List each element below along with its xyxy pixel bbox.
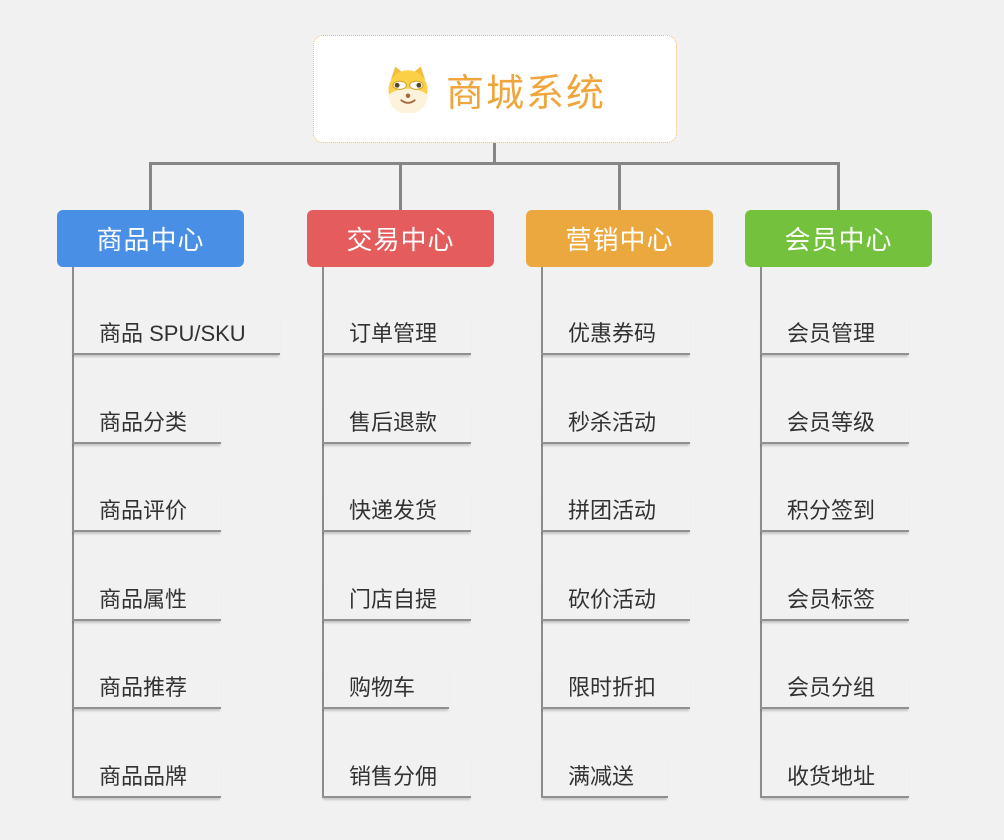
branch-member-center[interactable]: 会员中心: [745, 210, 932, 267]
subtopic[interactable]: 收货地址: [760, 758, 910, 798]
subtopic[interactable]: 商品品牌: [72, 758, 222, 798]
branch-product-center[interactable]: 商品中心: [57, 210, 244, 267]
connector-branch-line: [72, 267, 74, 798]
branch-marketing-center[interactable]: 营销中心: [526, 210, 713, 267]
subtopic[interactable]: 砍价活动: [541, 581, 691, 621]
subtopic[interactable]: 快递发货: [322, 492, 472, 532]
branch-trade-center[interactable]: 交易中心: [307, 210, 494, 267]
subtopic[interactable]: 优惠券码: [541, 315, 691, 355]
subtopic[interactable]: 会员等级: [760, 404, 910, 444]
branch-label: 营销中心: [565, 225, 674, 255]
subtopic[interactable]: 拼团活动: [541, 492, 691, 532]
connector-root-stem: [493, 143, 496, 165]
connector-branch-line: [760, 267, 762, 798]
connector-branch-line: [322, 267, 324, 798]
subtopic[interactable]: 会员标签: [760, 581, 910, 621]
subtopic[interactable]: 商品评价: [72, 492, 222, 532]
connector-drop-product: [149, 162, 152, 210]
subtopic[interactable]: 订单管理: [322, 315, 472, 355]
subtopic[interactable]: 销售分佣: [322, 758, 472, 798]
root-topic[interactable]: 商城系统: [313, 35, 677, 143]
connector-rail: [149, 162, 840, 165]
connector-branch-line: [541, 267, 543, 798]
subtopic[interactable]: 商品分类: [72, 404, 222, 444]
subtopic[interactable]: 积分签到: [760, 492, 910, 532]
connector-drop-member: [837, 162, 840, 210]
branch-product-children: 商品 SPU/SKU 商品分类 商品评价 商品属性 商品推荐 商品品牌: [72, 267, 322, 807]
branch-label: 会员中心: [784, 225, 893, 255]
doge-icon: [384, 65, 432, 113]
connector-drop-marketing: [618, 162, 621, 210]
subtopic[interactable]: 商品属性: [72, 581, 222, 621]
subtopic[interactable]: 购物车: [322, 669, 450, 709]
branch-marketing-children: 优惠券码 秒杀活动 拼团活动 砍价活动 限时折扣 满减送: [541, 267, 791, 807]
subtopic[interactable]: 会员管理: [760, 315, 910, 355]
root-topic-title: 商城系统: [445, 72, 606, 115]
subtopic[interactable]: 限时折扣: [541, 669, 691, 709]
subtopic[interactable]: 满减送: [541, 758, 669, 798]
branch-label: 交易中心: [346, 225, 455, 255]
connector-drop-trade: [399, 162, 402, 210]
branch-label: 商品中心: [96, 225, 205, 255]
branch-trade-children: 订单管理 售后退款 快递发货 门店自提 购物车 销售分佣: [322, 267, 572, 807]
subtopic[interactable]: 商品推荐: [72, 669, 222, 709]
subtopic[interactable]: 售后退款: [322, 404, 472, 444]
subtopic[interactable]: 商品 SPU/SKU: [72, 315, 280, 355]
subtopic[interactable]: 门店自提: [322, 581, 472, 621]
branch-member-children: 会员管理 会员等级 积分签到 会员标签 会员分组 收货地址: [760, 267, 1004, 807]
subtopic[interactable]: 秒杀活动: [541, 404, 691, 444]
subtopic[interactable]: 会员分组: [760, 669, 910, 709]
